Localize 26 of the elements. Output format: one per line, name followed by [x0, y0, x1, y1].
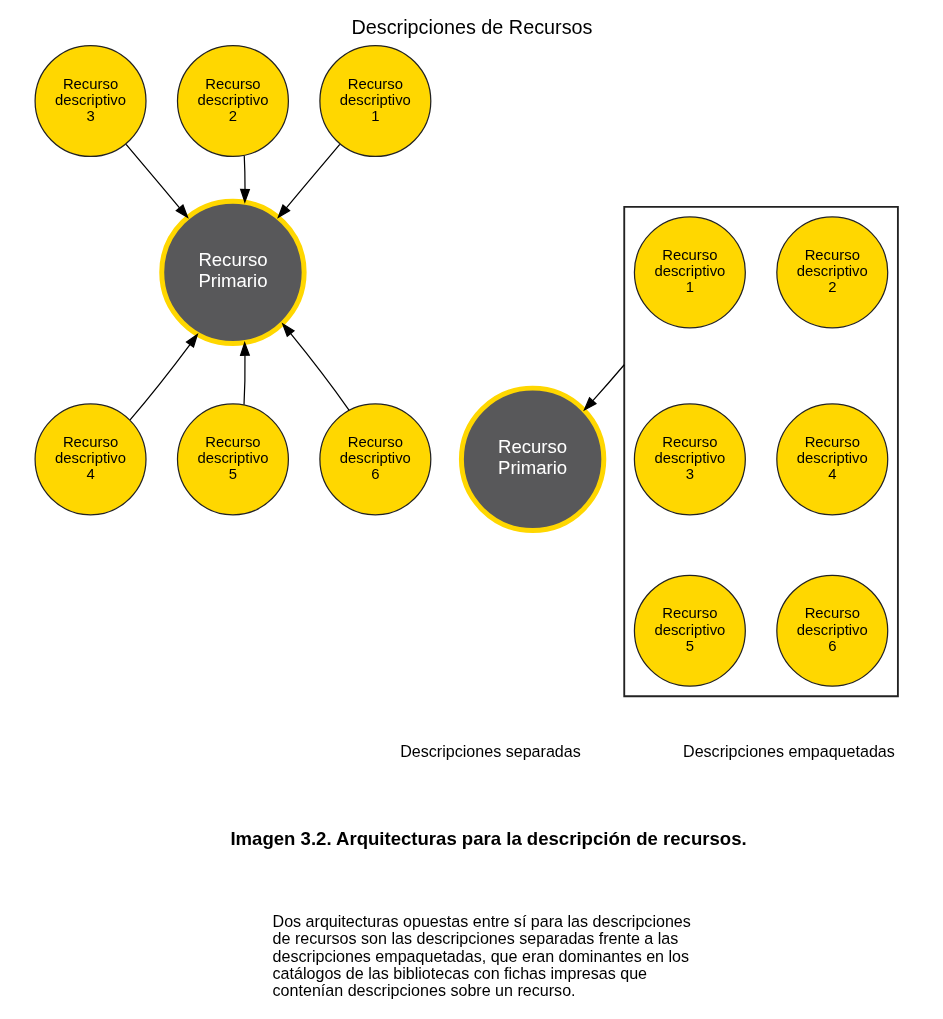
node-circle: Recurso descriptivo 4: [33, 403, 147, 516]
arrow: [239, 155, 250, 204]
label: Dos arquitecturas opuestas entre sí para las descripciones de recursos son las descripciones separadas frente a las descripciones empaquetadas, que eran dominantes en los catálogos de las bibliotecas con fichas impresas que contenían descripciones sobre un recurso.: [272, 912, 691, 1000]
node-circle: Recurso descriptivo 2: [775, 216, 888, 329]
node-circle: Recurso Primario: [458, 385, 606, 534]
node-circle: Recurso descriptivo 6: [775, 574, 888, 687]
label: Descripciones empaquetadas: [682, 742, 895, 761]
cluster: [622, 205, 899, 698]
arrow: [239, 340, 250, 406]
arrow: [124, 143, 189, 219]
caption: Imagen 3.2. Arquitecturas para la descripción de recursos.: [229, 828, 747, 850]
node-circle: Recurso descriptivo 4: [775, 403, 888, 516]
diagram-title: Descripciones de Recursos: [351, 16, 592, 39]
node-circle: Recurso descriptivo 5: [176, 403, 289, 516]
label: Descripciones separadas: [399, 742, 581, 761]
arrow: [281, 322, 350, 411]
arrow: [128, 333, 198, 421]
arrow: [582, 364, 625, 412]
node-circle: Recurso descriptivo 3: [633, 403, 746, 516]
node-circle: Recurso descriptivo 2: [176, 44, 289, 158]
node-circle: Recurso descriptivo 1: [318, 44, 431, 158]
node-circle: Recurso descriptivo 6: [318, 403, 431, 516]
node-circle: Recurso descriptivo 5: [633, 574, 746, 687]
node-circle: Recurso descriptivo 3: [33, 44, 147, 158]
arrow: [276, 143, 340, 219]
node-circle: Recurso descriptivo 1: [633, 216, 746, 329]
